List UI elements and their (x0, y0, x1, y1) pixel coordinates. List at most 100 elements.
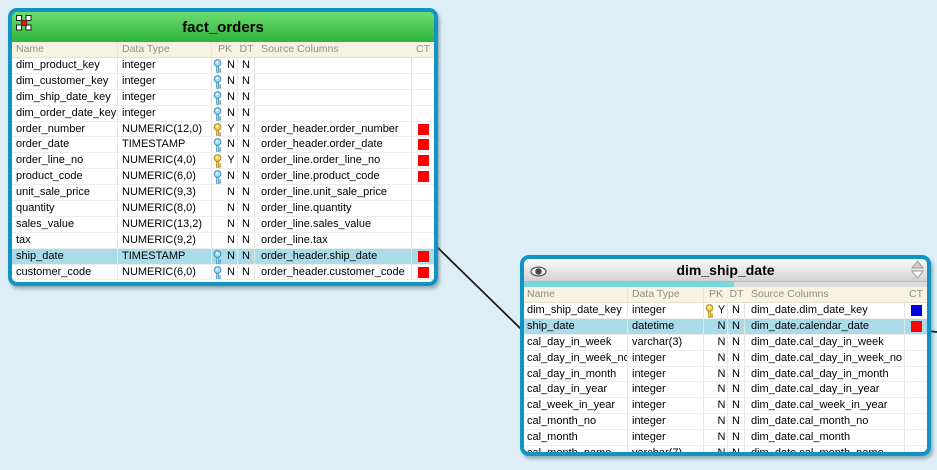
key-slot (212, 233, 225, 248)
scroll-up-arrow[interactable] (910, 260, 925, 269)
ct-red-flag (412, 153, 434, 168)
key-slot (704, 430, 716, 445)
cell-source-columns: order_line.sales_value (255, 216, 412, 232)
cell-name: order_line_no (12, 153, 118, 169)
cell-data-type: NUMERIC(9,3) (118, 185, 212, 201)
ct-red-square (418, 266, 429, 278)
blue-key-icon (212, 249, 225, 264)
ct-red-flag (905, 319, 927, 334)
cell-pk: N (225, 232, 238, 248)
cell-data-type: integer (628, 398, 704, 414)
cell-source-columns: dim_date.calendar_date (745, 318, 905, 334)
cell-name: ship_date (12, 248, 118, 264)
column-header-data-type: Data Type (628, 287, 704, 302)
cell-data-type: integer (628, 350, 704, 366)
cell-name: order_number (12, 121, 118, 137)
cell-source-columns: order_line.quantity (255, 201, 412, 216)
cell-name: quantity (12, 201, 118, 216)
cell-ct (412, 233, 434, 248)
key-slot (212, 201, 225, 216)
cell-source-columns: dim_date.cal_month_no (745, 414, 905, 430)
relationship-line[interactable] (435, 245, 525, 333)
dim-ship-date-table-window[interactable]: dim_ship_date Name Data Type PK DT Sourc… (520, 255, 931, 456)
key-slot (704, 382, 716, 397)
cell-ct (905, 414, 927, 429)
blue-key-icon (212, 74, 225, 89)
cell-pk: N (225, 248, 238, 264)
fact-orders-table-window[interactable]: fact_orders Name Data Type PK DT Source … (8, 8, 438, 286)
cell-name: sales_value (12, 216, 118, 232)
cell-pk: N (225, 73, 238, 89)
ct-red-square (418, 123, 429, 135)
cell-data-type: NUMERIC(8,0) (118, 201, 212, 216)
cell-pk: N (225, 280, 238, 282)
cell-data-type: NUMERIC(6,0) (118, 264, 212, 280)
cell-ct (412, 106, 434, 121)
blue-key-icon (212, 90, 225, 105)
gold-key-icon (704, 303, 716, 318)
blue-key-icon (212, 58, 225, 73)
scroll-down-arrow[interactable] (910, 270, 925, 279)
cell-data-type: integer (118, 105, 212, 121)
horizontal-scrollbar[interactable] (524, 282, 927, 287)
cell-data-type: datetime (118, 280, 212, 282)
cell-data-type: varchar(7) (628, 446, 704, 452)
cell-dt: N (238, 89, 255, 105)
cell-source-columns: order_header.order_number (255, 121, 412, 137)
cell-ct (905, 351, 927, 366)
cell-source-columns: dim_date.cal_month (745, 430, 905, 446)
ct-red-square (418, 171, 429, 183)
cell-ct (412, 74, 434, 89)
ct-blue-square (911, 305, 922, 316)
eye-icon[interactable] (530, 264, 547, 280)
cell-dt: N (728, 398, 745, 414)
cell-pk: N (225, 264, 238, 280)
cell-dt: N (728, 414, 745, 430)
table-row[interactable]: dss_update_timedatetimeNN (12, 280, 434, 282)
horizontal-scrollbar-thumb[interactable] (524, 282, 734, 287)
blue-key-icon (212, 106, 225, 121)
cell-dt: N (238, 280, 255, 282)
dim-ship-date-title-bar[interactable]: dim_ship_date (524, 259, 927, 282)
ct-red-flag (412, 265, 434, 280)
move-anchor-icon[interactable] (15, 14, 33, 36)
cell-data-type: NUMERIC(4,0) (118, 153, 212, 169)
fact-orders-title-bar[interactable]: fact_orders (12, 12, 434, 42)
cell-pk: N (225, 89, 238, 105)
cell-name: customer_code (12, 264, 118, 280)
table-title: fact_orders (182, 18, 264, 36)
cell-ct (412, 58, 434, 73)
cell-source-columns: dim_date.cal_day_in_month (745, 366, 905, 382)
cell-ct (412, 280, 434, 282)
cell-pk: Y (225, 153, 238, 169)
ct-red-square (418, 155, 429, 167)
column-header-dt: DT (729, 288, 744, 300)
cell-ct (905, 446, 927, 452)
